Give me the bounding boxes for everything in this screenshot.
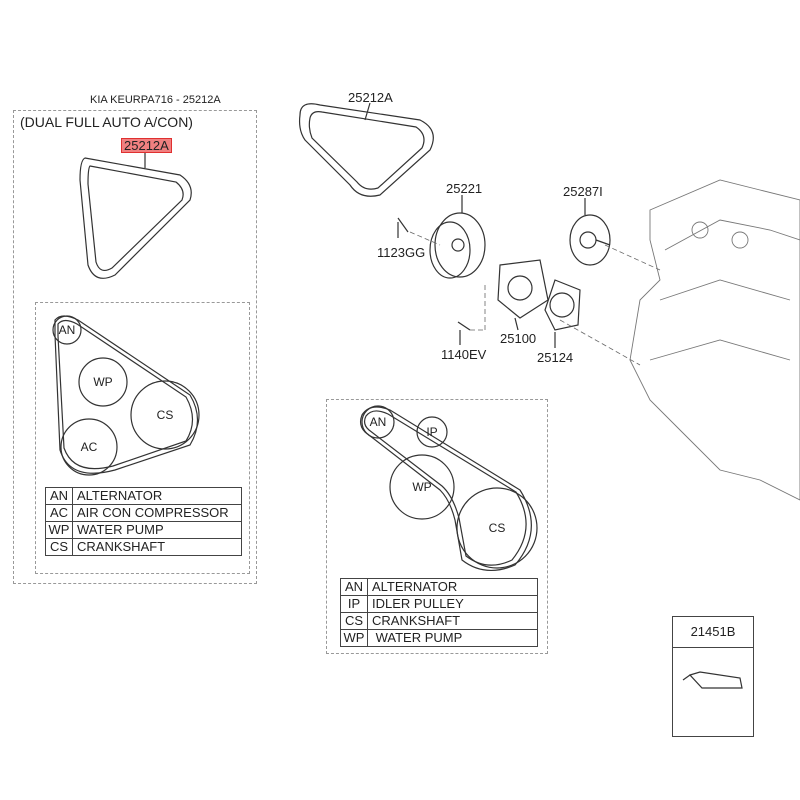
table-row: WP WATER PUMP bbox=[340, 629, 538, 647]
legend-name: ALTERNATOR bbox=[72, 487, 242, 505]
pulley-label-an: AN bbox=[369, 415, 387, 429]
pulley-label-cs: CS bbox=[488, 521, 506, 535]
belt-routing-right bbox=[359, 405, 538, 571]
bolt-illustrations bbox=[397, 217, 471, 345]
legend-code: WP bbox=[340, 629, 368, 647]
belt-routing-left bbox=[52, 315, 200, 476]
legend-code: WP bbox=[45, 521, 73, 539]
part-label-tensioner[interactable]: 25287I bbox=[563, 184, 603, 199]
pulley-label-ac: AC bbox=[80, 440, 98, 454]
water-pump-illustration bbox=[497, 259, 549, 331]
pulley-label-wp: WP bbox=[93, 375, 113, 389]
legend-name: WATER PUMP bbox=[72, 521, 242, 539]
sealant-tube-illustration bbox=[682, 671, 743, 689]
sealant-part-box[interactable]: 21451B bbox=[672, 616, 754, 737]
legend-name: ALTERNATOR bbox=[367, 578, 538, 596]
tensioner-illustration bbox=[569, 198, 611, 266]
belt-illustration-main bbox=[298, 102, 434, 197]
engine-block-illustration bbox=[629, 179, 800, 501]
legend-name: AIR CON COMPRESSOR bbox=[72, 504, 242, 522]
pulley-label-ip: IP bbox=[426, 425, 438, 439]
left-routing-box bbox=[35, 302, 250, 574]
legend-name: CRANKSHAFT bbox=[367, 612, 538, 630]
legend-name: WATER PUMP bbox=[367, 629, 538, 647]
left-panel-subtitle: (DUAL FULL AUTO A/CON) bbox=[20, 114, 193, 130]
pulley-label-an: AN bbox=[58, 323, 76, 337]
part-label-water-pump[interactable]: 25100 bbox=[500, 331, 537, 346]
part-label-sealant: 21451B bbox=[673, 617, 753, 648]
belt-illustration-left bbox=[79, 150, 192, 279]
part-label-idler[interactable]: 25221 bbox=[446, 181, 483, 196]
part-label-belt[interactable]: 25212A bbox=[348, 90, 393, 105]
pulley-label-wp: WP bbox=[412, 480, 432, 494]
idler-pulley-illustration bbox=[429, 195, 486, 279]
legend-code: AC bbox=[45, 504, 73, 522]
left-panel bbox=[13, 110, 257, 584]
gasket-illustration bbox=[544, 279, 581, 348]
right-routing-box bbox=[326, 399, 548, 654]
part-label-bolt-2[interactable]: 1140EV bbox=[441, 347, 487, 362]
part-label-bolt-1[interactable]: 1123GG bbox=[377, 245, 426, 260]
legend-name: IDLER PULLEY bbox=[367, 595, 538, 613]
pulley-label-cs: CS bbox=[156, 408, 174, 422]
legend-code: CS bbox=[45, 538, 73, 556]
part-label-gasket[interactable]: 25124 bbox=[537, 350, 574, 365]
legend-code: IP bbox=[340, 595, 368, 613]
assembly-guide-lines bbox=[409, 231, 661, 366]
legend-code: AN bbox=[45, 487, 73, 505]
legend-code: CS bbox=[340, 612, 368, 630]
diagram-title: KIA KEURPA716 - 25212A bbox=[90, 94, 221, 106]
highlighted-part-25212A[interactable]: 25212A bbox=[121, 138, 172, 153]
legend-code: AN bbox=[340, 578, 368, 596]
legend-name: CRANKSHAFT bbox=[72, 538, 242, 556]
